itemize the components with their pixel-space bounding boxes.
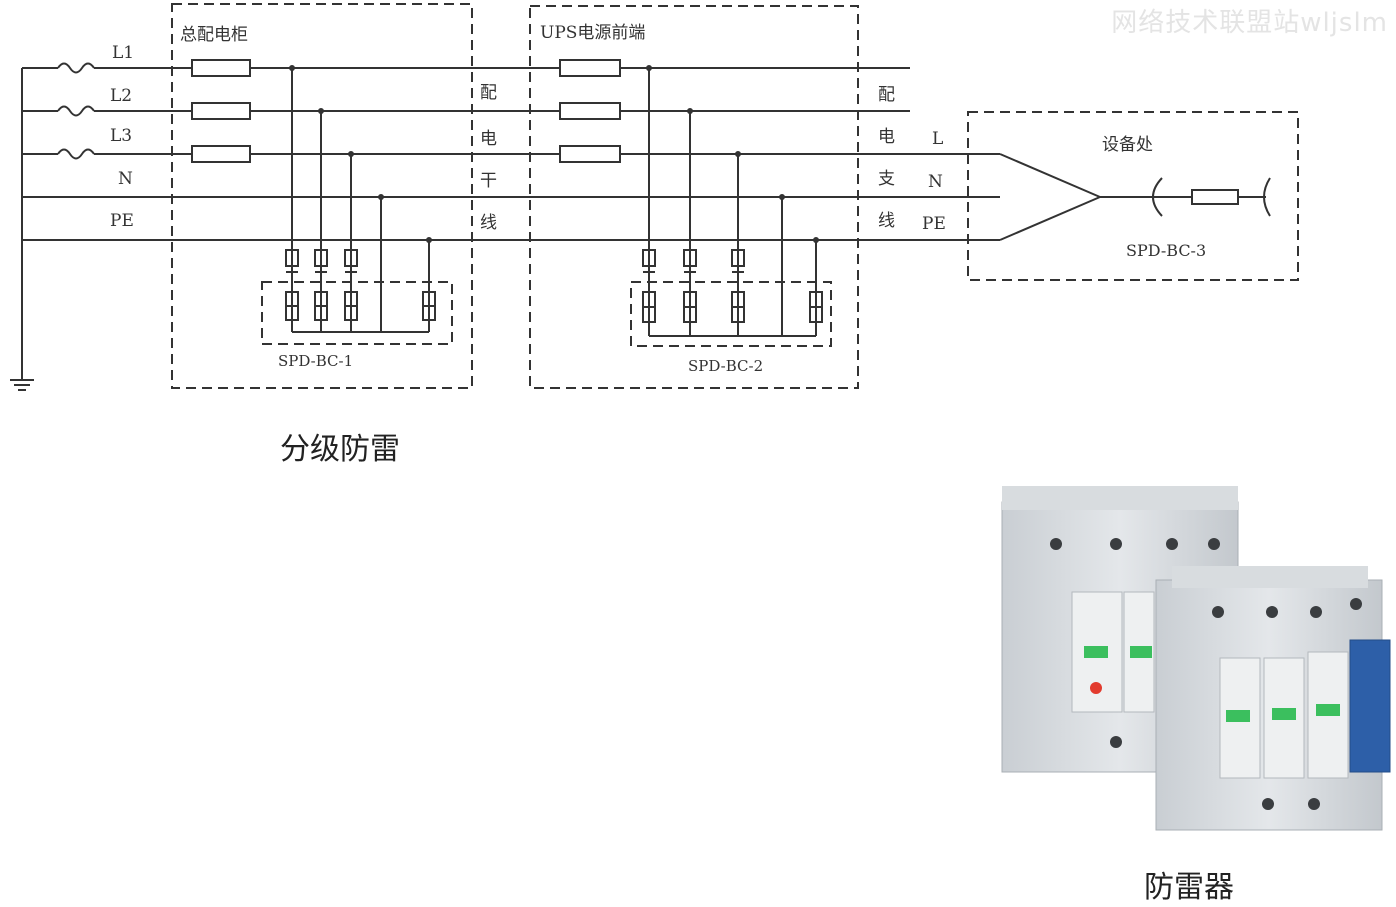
- fuse-icon: [191, 145, 251, 163]
- spd-bc1-taps: [291, 68, 430, 333]
- branch-label-char: 配: [878, 85, 895, 105]
- line-label-N: N: [118, 169, 133, 189]
- line-label-L3: L3: [110, 126, 132, 146]
- line-label-L1: L1: [112, 43, 134, 63]
- surge-protector-photo: [1001, 486, 1391, 831]
- branch-label-char: 支: [878, 169, 895, 189]
- gap-icon: [1262, 177, 1271, 217]
- fuse-icon: [1191, 189, 1239, 205]
- fuse-icon: [559, 145, 621, 163]
- fuse-icon: [559, 59, 621, 77]
- fuse-icon: [191, 102, 251, 120]
- ups-front-box: [529, 5, 859, 389]
- line-L2: [22, 105, 910, 117]
- gap-icon: [1152, 177, 1163, 217]
- device-caption: 防雷器: [1144, 870, 1234, 905]
- spd-module-icon: [731, 249, 745, 323]
- spd-bc2-label: SPD-BC-2: [688, 357, 763, 375]
- equipment-title: 设备处: [1102, 135, 1153, 155]
- diagram-caption: 分级防雷: [280, 432, 400, 467]
- spd-module-icon: [683, 249, 697, 323]
- spd-module-icon: [809, 291, 823, 323]
- branch-label-char: 电: [878, 127, 895, 147]
- line-label-L2: L2: [110, 86, 132, 106]
- trunk-label-char: 电: [480, 129, 497, 149]
- branch-label-char: 线: [878, 211, 895, 231]
- spd-bc2-box: [630, 281, 832, 347]
- line-L3: [22, 148, 1000, 160]
- spd-module-icon: [344, 249, 358, 321]
- spd-bc1-label: SPD-BC-1: [278, 352, 353, 370]
- equipment-line-PE: PE: [922, 214, 946, 234]
- trunk-label-char: 配: [480, 83, 497, 103]
- equipment-line-N: N: [928, 172, 943, 192]
- trunk-label-char: 线: [480, 213, 497, 233]
- fuse-icon: [559, 102, 621, 120]
- spd-bc2-taps: [648, 68, 817, 337]
- spd-module-icon: [642, 249, 656, 323]
- watermark: 网络技术联盟站wljslm: [1111, 8, 1388, 38]
- ground-icon: [10, 379, 34, 391]
- equipment-feed: [999, 153, 1262, 241]
- equipment-box: [967, 111, 1299, 281]
- line-L1: [22, 62, 910, 74]
- spd-module-icon: [422, 291, 436, 321]
- fuse-icon: [191, 59, 251, 77]
- trunk-label-char: 干: [480, 171, 497, 191]
- main-cabinet-box: [171, 3, 473, 389]
- spd-module-icon: [314, 249, 328, 321]
- spd-bc3-label: SPD-BC-3: [1126, 241, 1206, 260]
- spd-bc1-box: [261, 281, 453, 345]
- equipment-line-L: L: [932, 129, 943, 149]
- spd-module-icon: [285, 249, 299, 321]
- ups-front-title: UPS电源前端: [540, 23, 645, 43]
- line-label-PE: PE: [110, 211, 134, 231]
- main-cabinet-title: 总配电柜: [180, 25, 248, 45]
